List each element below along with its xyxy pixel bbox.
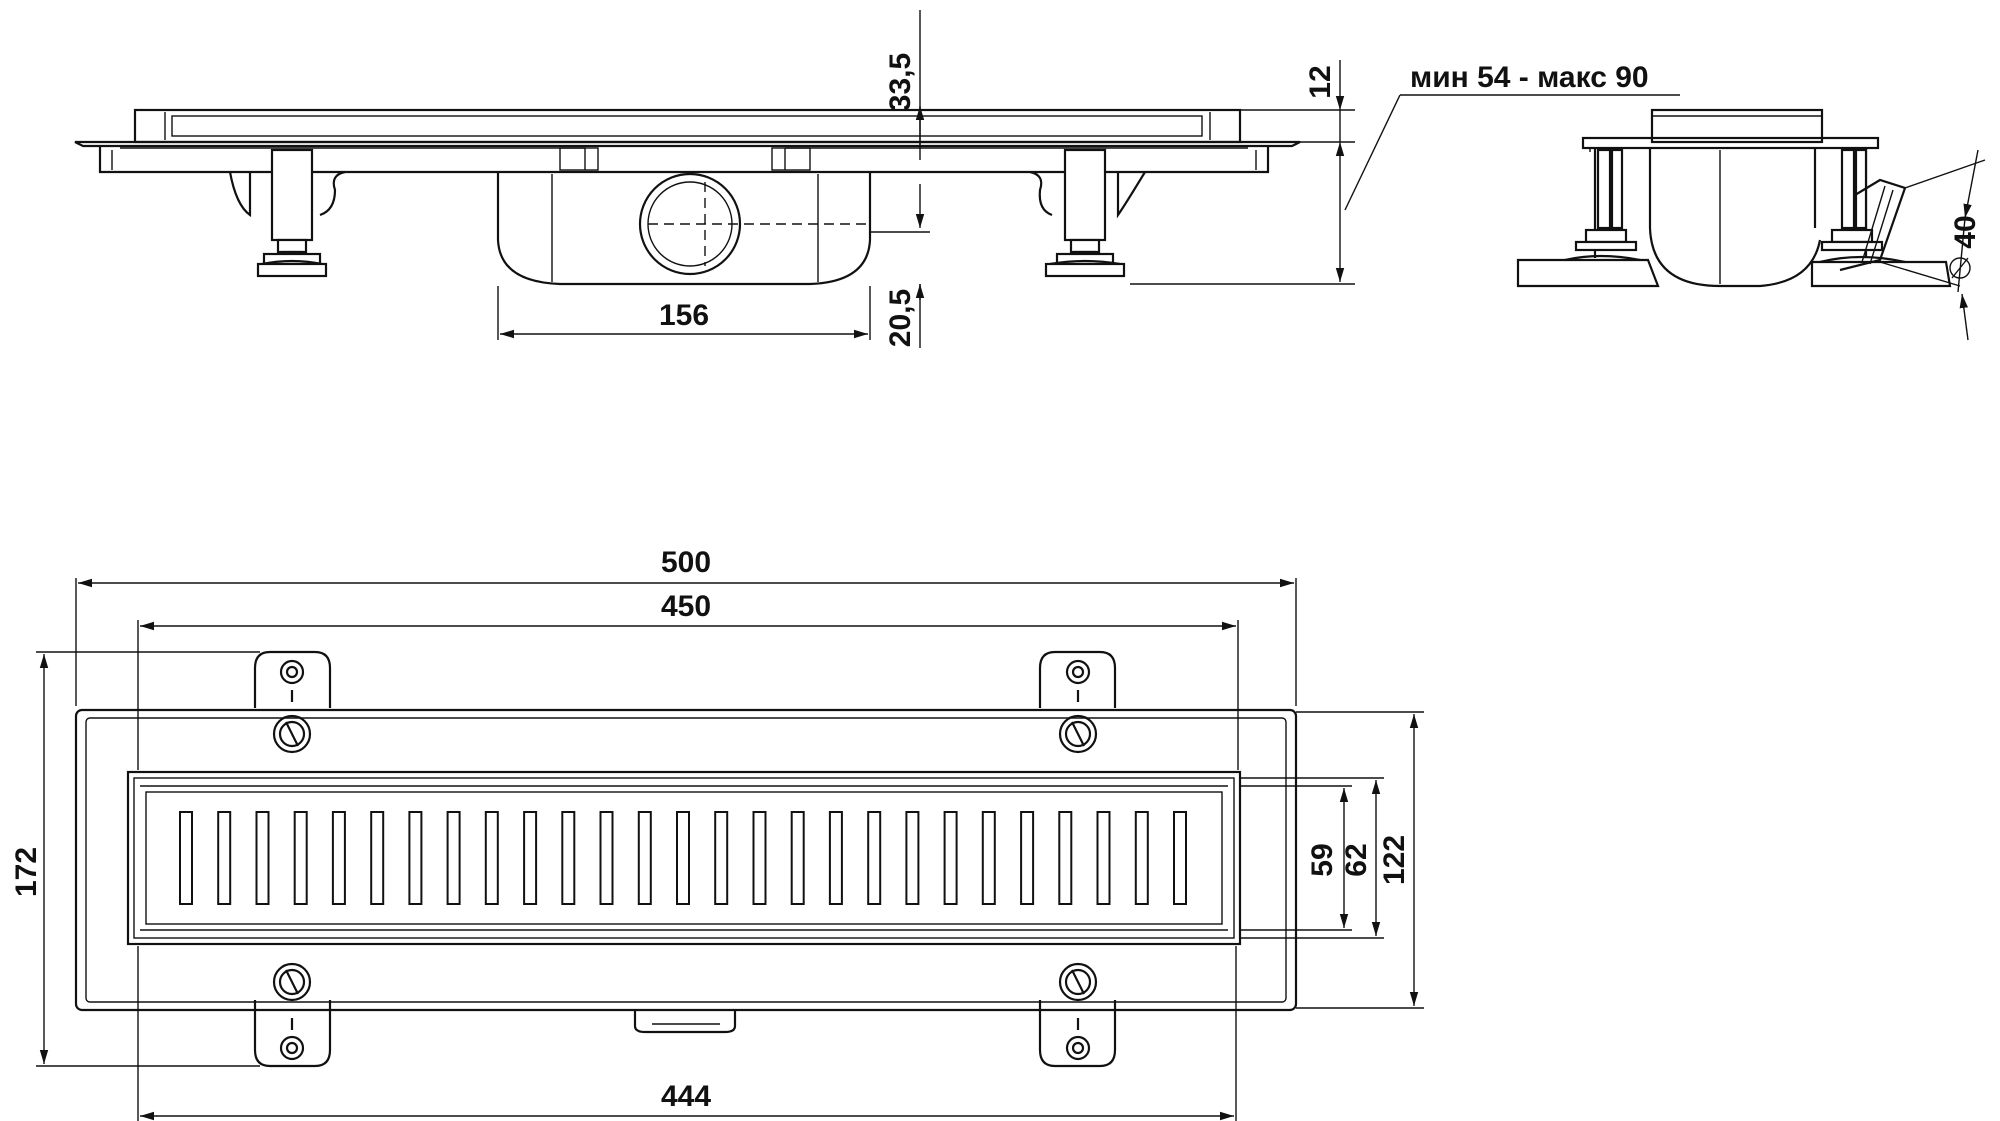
dim-444: 444	[661, 1080, 711, 1113]
grate-slots	[179, 811, 1187, 905]
dim-diameter-40: 40	[1949, 215, 1982, 248]
adjustment-screws	[272, 714, 1098, 1002]
grate-slot	[828, 811, 843, 905]
grate-slot	[179, 811, 193, 905]
grate-slot	[217, 811, 232, 905]
dim-12: 12	[1304, 65, 1337, 98]
grate-slot	[905, 811, 920, 905]
grate-slot	[293, 811, 308, 905]
grate-slot	[1096, 811, 1111, 905]
grate-slot	[637, 811, 652, 905]
grate-slot	[599, 811, 614, 905]
dim-500: 500	[661, 546, 711, 579]
grate-slot	[943, 811, 958, 905]
grate-slot	[1173, 811, 1187, 905]
side-view: 33,5 20,5 156 12 мин 54 - макс 90	[74, 10, 1680, 348]
dim-156: 156	[659, 299, 709, 332]
grate-slot	[561, 811, 576, 905]
dim-62: 62	[1340, 843, 1373, 876]
grate-slot	[484, 811, 499, 905]
grate-slot	[446, 811, 461, 905]
grate-slot	[981, 811, 996, 905]
dim-59: 59	[1306, 843, 1339, 876]
grate-slot	[1134, 811, 1149, 905]
grate-slot	[714, 811, 729, 905]
grate-slot	[370, 811, 385, 905]
grate-slot	[676, 811, 690, 905]
grate-slot	[331, 811, 346, 905]
grate-slot	[255, 811, 270, 905]
grate-slot	[408, 811, 423, 905]
dim-leg-range: мин 54 - макс 90	[1410, 61, 1649, 94]
grate-slot	[1058, 811, 1073, 905]
grate-slot	[867, 811, 882, 905]
dim-122: 122	[1378, 835, 1411, 885]
dim-20-5: 20,5	[884, 289, 917, 347]
grate-slot	[523, 811, 538, 905]
plan-view: 500 450 444 172 59 62 122	[10, 546, 1424, 1121]
dim-450: 450	[661, 590, 711, 623]
grate-slot	[790, 811, 805, 905]
grate-slot	[1020, 811, 1035, 905]
end-view: 40	[1516, 108, 1986, 341]
grate-slot	[752, 811, 767, 905]
dim-172: 172	[10, 847, 43, 897]
mounting-holes	[279, 659, 1091, 1061]
dim-33-5: 33,5	[884, 53, 917, 111]
